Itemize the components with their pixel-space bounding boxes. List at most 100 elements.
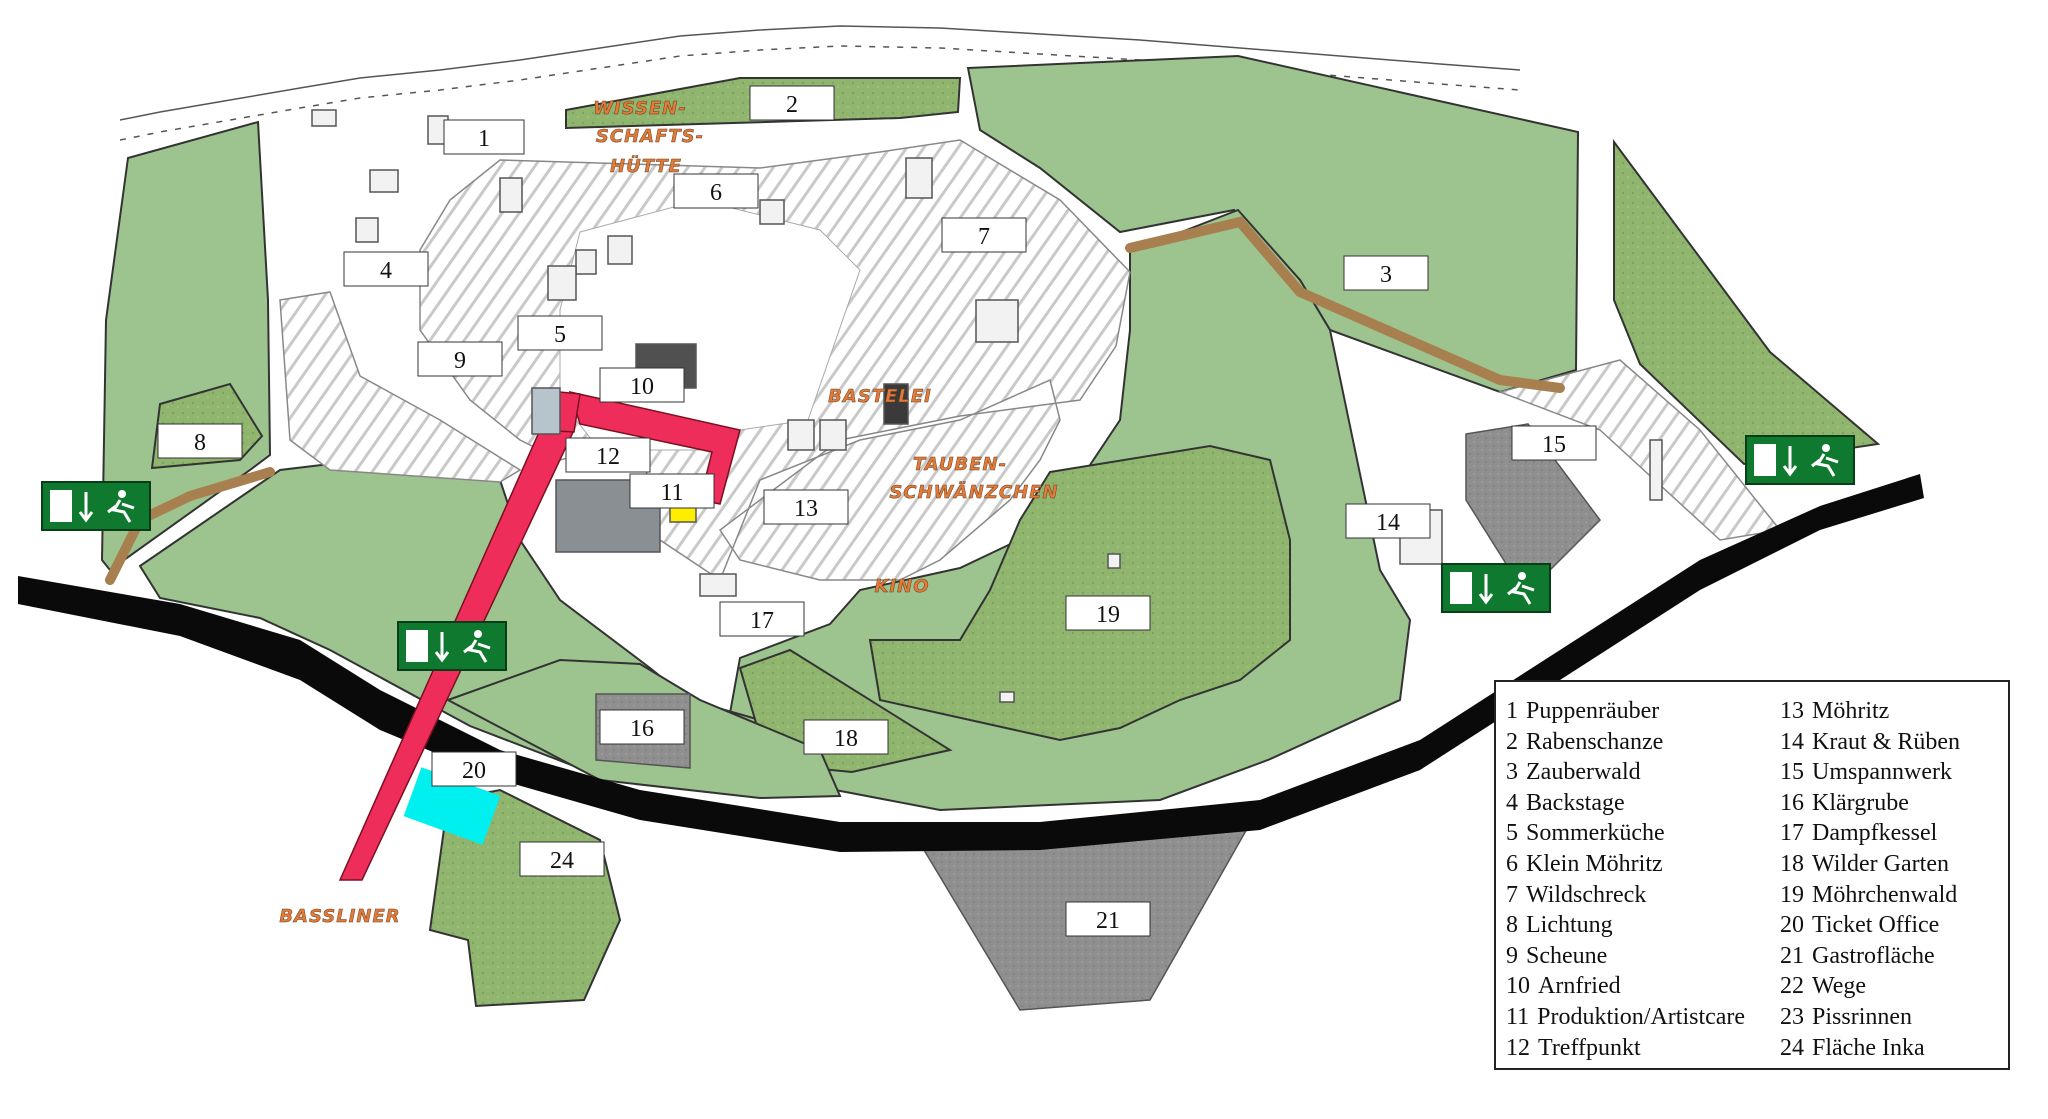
svg-text:14: 14	[1376, 510, 1400, 536]
area-label-3: 3	[1343, 255, 1429, 291]
tent-icon	[311, 109, 337, 127]
svg-text:17: 17	[750, 608, 774, 634]
label-schafts: SCHAFTS-	[596, 126, 704, 147]
area-label-8: 8	[157, 423, 243, 459]
area-label-12: 12	[565, 437, 651, 473]
label-kino: KINO	[874, 576, 929, 597]
svg-text:2: 2	[786, 92, 798, 118]
svg-text:19: 19	[1096, 602, 1120, 628]
tent-icon	[547, 265, 577, 301]
svg-text:8: 8	[194, 430, 206, 456]
emergency-exit-sign-icon	[41, 481, 151, 531]
tent-icon	[905, 157, 933, 199]
svg-text:10: 10	[630, 374, 654, 400]
area-20-ticket-office	[403, 767, 501, 845]
dirt-paths	[105, 216, 1565, 585]
area-label-6: 6	[673, 173, 759, 209]
emergency-exit-sign-icon	[1441, 563, 1551, 613]
label-schwaenzchen: SCHWÄNZCHEN	[889, 481, 1058, 503]
svg-text:4: 4	[380, 258, 392, 284]
tent-icon	[1649, 439, 1663, 501]
area-label-15: 15	[1511, 425, 1597, 461]
svg-text:13: 13	[794, 496, 818, 522]
tent-icon	[531, 387, 561, 435]
svg-text:7: 7	[978, 224, 990, 250]
tent-icon	[883, 383, 909, 425]
tent-icon	[975, 299, 1019, 343]
tent-icon	[607, 235, 633, 265]
svg-text:21: 21	[1096, 908, 1120, 934]
area-label-5: 5	[517, 315, 603, 351]
svg-text:24: 24	[550, 848, 574, 874]
tent-icon	[355, 217, 379, 243]
tent-icon	[699, 573, 737, 597]
area-label-2: 2	[749, 85, 835, 121]
svg-text:15: 15	[1542, 432, 1566, 458]
label-bassliner: BASSLINER	[279, 906, 400, 927]
svg-text:9: 9	[454, 348, 466, 374]
label-huette: HÜTTE	[610, 155, 682, 177]
svg-text:20: 20	[462, 758, 486, 784]
svg-text:16: 16	[630, 716, 654, 742]
area-label-1: 1	[443, 119, 525, 155]
area-label-14: 14	[1345, 503, 1431, 539]
area-labels: 1 2 3 4 5 6 7 8 9 10 11 12 13 14 15 16 1…	[157, 85, 1597, 937]
label-wissen: WISSEN-	[593, 98, 687, 119]
tent-icon	[499, 177, 523, 213]
area-label-19: 19	[1065, 595, 1151, 631]
handwritten-labels: WISSEN- SCHAFTS- HÜTTE BASTELEI TAUBEN- …	[279, 98, 1058, 928]
svg-text:6: 6	[710, 180, 722, 206]
emergency-exit-sign-icon	[1745, 435, 1855, 485]
svg-text:18: 18	[834, 726, 858, 752]
area-label-11: 11	[629, 473, 715, 509]
area-label-21: 21	[1065, 901, 1151, 937]
area-label-18: 18	[803, 719, 889, 755]
area-label-24: 24	[519, 841, 605, 877]
svg-text:1: 1	[478, 126, 490, 152]
area-label-9: 9	[417, 341, 503, 377]
area-label-16: 16	[599, 709, 685, 745]
area-label-17: 17	[719, 601, 805, 637]
svg-text:5: 5	[554, 322, 566, 348]
area-19-moehrchenwald	[868, 444, 1291, 742]
fence	[119, 25, 1521, 141]
area-label-13: 13	[763, 489, 849, 525]
area-label-4: 4	[343, 251, 429, 287]
area-far-east-grass	[1613, 138, 1881, 466]
label-tauben: TAUBEN-	[913, 454, 1007, 475]
tent-icon	[759, 199, 785, 225]
tent-icon	[999, 691, 1015, 703]
tent-icon	[819, 419, 847, 451]
emergency-exit-sign-icon	[397, 621, 507, 671]
tent-icon	[787, 419, 815, 451]
area-label-10: 10	[599, 367, 685, 403]
svg-text:12: 12	[596, 444, 620, 470]
label-bastelei: BASTELEI	[828, 386, 932, 407]
